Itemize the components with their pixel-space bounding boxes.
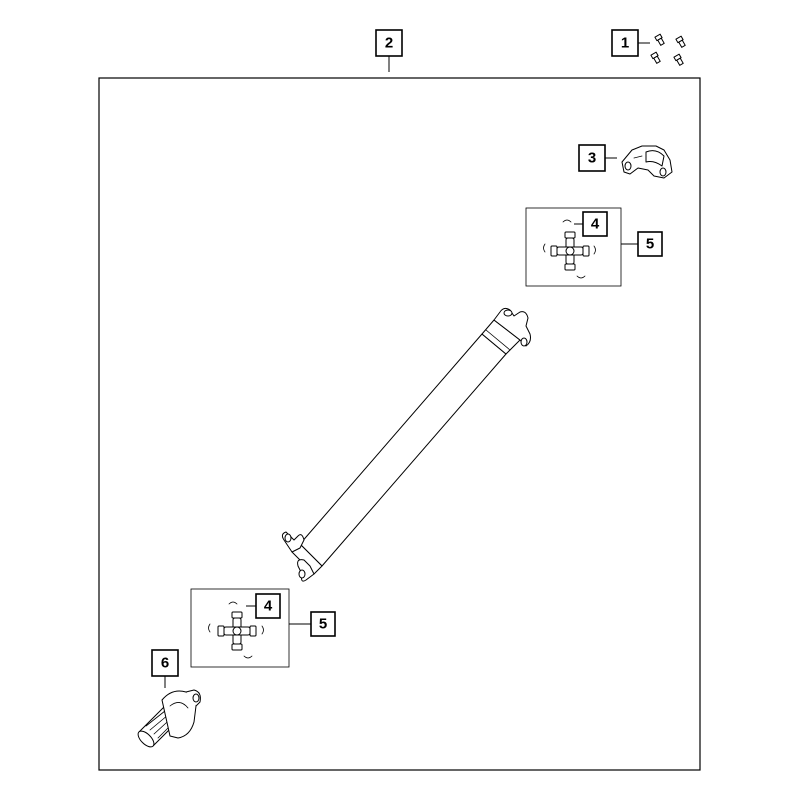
retaining-clip-icon (228, 601, 238, 605)
callout-6[interactable]: 6 (151, 649, 179, 688)
callout-1-label: 1 (621, 35, 629, 52)
callout-5-upper[interactable]: 5 (621, 231, 663, 257)
callout-4-lower-label: 4 (264, 598, 273, 615)
callout-6-label: 6 (161, 655, 169, 672)
callout-1[interactable]: 1 (611, 29, 650, 57)
callout-4-upper-label: 4 (591, 216, 600, 233)
lower-ujoint-kit-frame (190, 588, 290, 668)
callout-4-lower[interactable]: 4 (246, 593, 281, 619)
retaining-clip-icon (562, 219, 572, 223)
callout-2[interactable]: 2 (375, 29, 403, 72)
callout-5-lower[interactable]: 5 (289, 611, 336, 637)
callout-3-label: 3 (588, 150, 596, 167)
callout-4-upper[interactable]: 4 (574, 211, 608, 237)
universal-joint-kit-icon-upper (543, 219, 596, 279)
callout-3[interactable]: 3 (578, 144, 617, 172)
universal-joint-kit-icon-lower (208, 601, 264, 659)
callout-2-label: 2 (385, 35, 393, 52)
slip-yoke-icon (137, 689, 201, 748)
drive-shaft-assembly (281, 307, 531, 582)
upper-ujoint-kit-frame (525, 207, 622, 287)
assembly-frame (98, 77, 701, 771)
callout-5-lower-label: 5 (319, 616, 327, 633)
center-support-bracket-icon (621, 145, 673, 179)
callout-5-upper-label: 5 (646, 236, 654, 253)
bolt-set-icon (650, 33, 686, 66)
